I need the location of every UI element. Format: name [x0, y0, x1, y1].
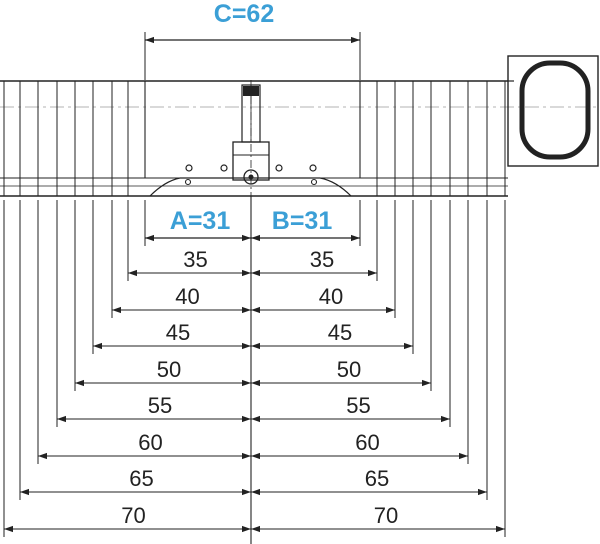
- left-dimension-label: 70: [121, 503, 145, 528]
- right-dimension-label: 60: [355, 430, 379, 455]
- left-dimension-label: 65: [129, 466, 153, 491]
- right-dimension-label: 65: [365, 466, 389, 491]
- left-dimension-label: 50: [157, 357, 181, 382]
- left-dimension-label: 35: [183, 247, 207, 272]
- right-dimension-label: 35: [310, 247, 334, 272]
- dimension-a-b: A=31 B=31: [144, 200, 361, 246]
- dimension-c: C=62: [144, 0, 361, 80]
- left-dimension-label: 55: [148, 393, 172, 418]
- dimension-a-label: A=31: [170, 207, 231, 235]
- dimension-b-label: B=31: [272, 207, 333, 235]
- right-dimension-label: 50: [337, 357, 361, 382]
- left-dimension-label: 60: [138, 430, 162, 455]
- cylinder-cam: [149, 80, 352, 197]
- body-section-lines: [3, 81, 506, 196]
- dimension-c-label: C=62: [214, 0, 274, 28]
- left-dimension-label: 40: [175, 284, 199, 309]
- right-dimension-set: 35 40 45 50 55 60 65 70: [251, 200, 506, 537]
- thumbturn-knob-icon: [507, 55, 599, 167]
- right-dimension-label: 55: [346, 393, 370, 418]
- right-dimension-label: 45: [328, 320, 352, 345]
- cylinder-body: [0, 80, 600, 197]
- left-dimension-label: 45: [166, 320, 190, 345]
- right-dimension-label: 70: [374, 503, 398, 528]
- left-dimension-set: 35 40 45 50 55 60 65 70: [3, 200, 251, 537]
- right-dimension-label: 40: [319, 284, 343, 309]
